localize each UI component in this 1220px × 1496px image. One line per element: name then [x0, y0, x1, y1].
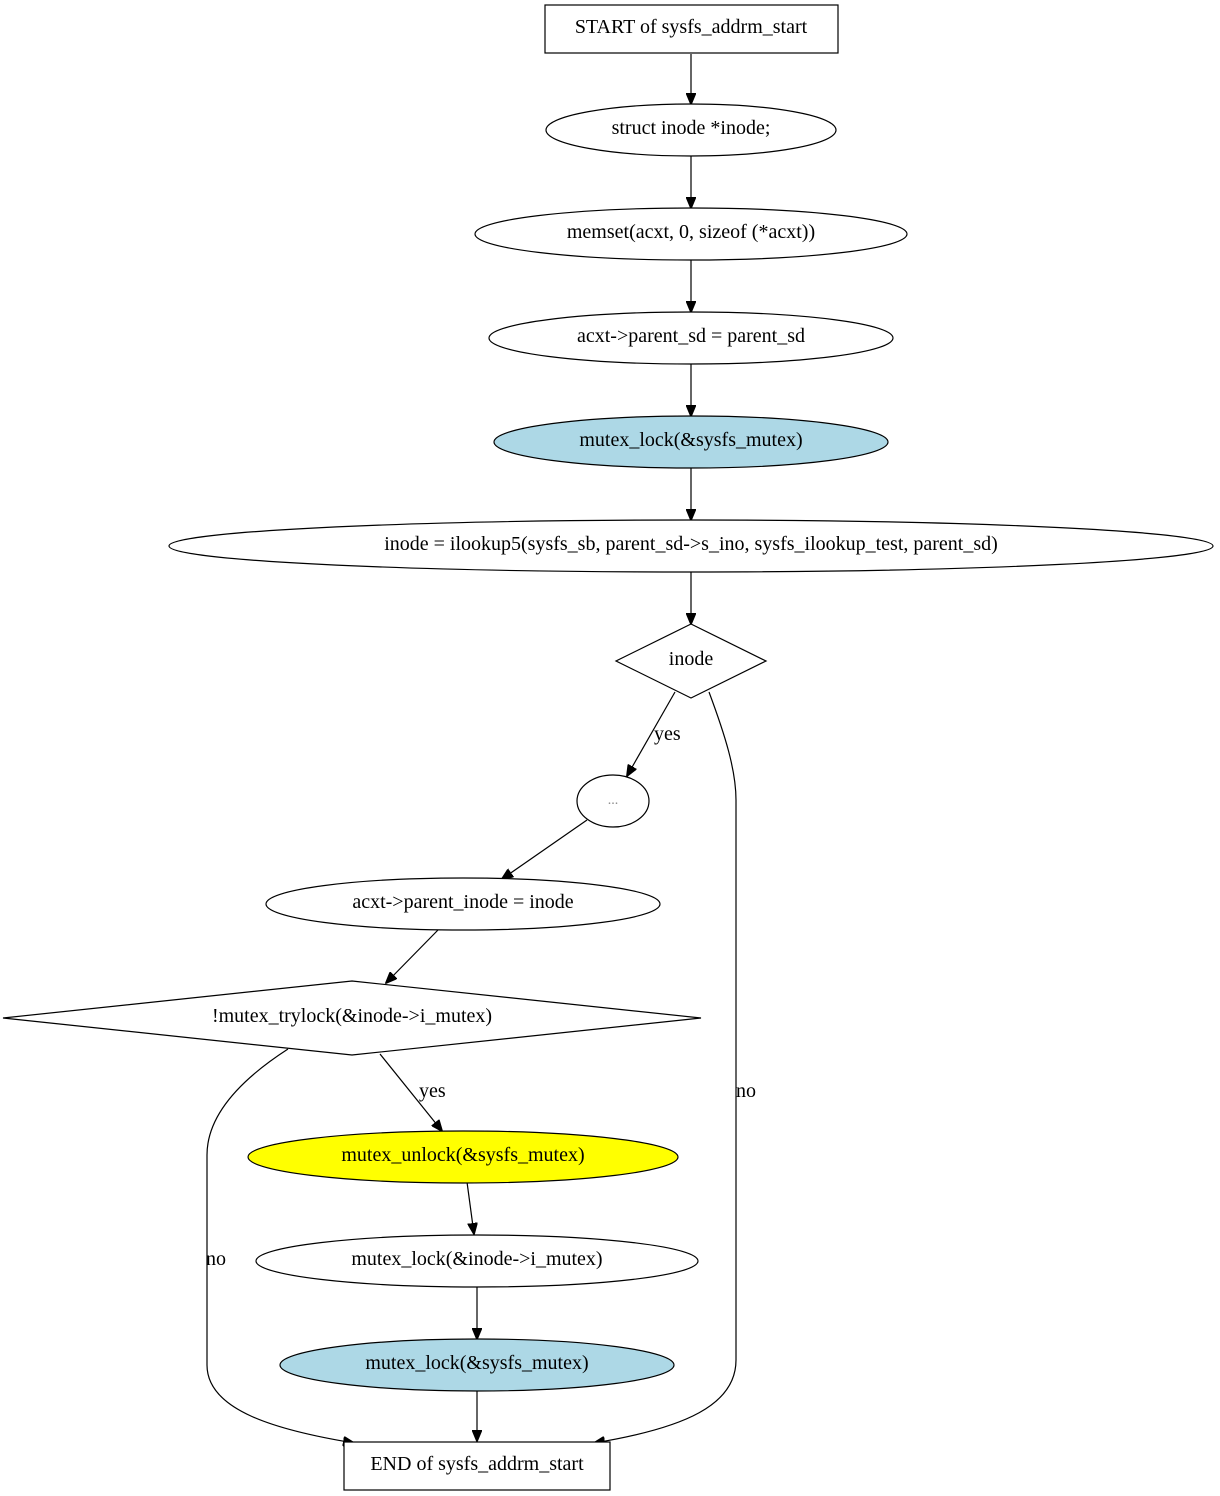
decl-inode-label: struct inode *inode; [612, 117, 771, 139]
edge-label-trylock-no: no [206, 1248, 226, 1270]
edge-label-inode-no: no [736, 1080, 756, 1102]
node-cond-trylock: !mutex_trylock(&inode->i_mutex) [2, 980, 702, 1056]
node-ilookup: inode = ilookup5(sysfs_sb, parent_sd->s_… [168, 519, 1214, 573]
cond-inode-diamond [614, 623, 768, 699]
node-end: END of sysfs_addrm_start [343, 1441, 611, 1491]
unlock-sysfs-ellipse [247, 1130, 679, 1184]
edge-label-trylock-yes: yes [419, 1080, 446, 1102]
node-memset: memset(acxt, 0, sizeof (*acxt)) [474, 207, 908, 261]
ellipsis-label: ... [608, 793, 619, 808]
cond-trylock-diamond [2, 980, 702, 1056]
edge-unlock-to-lock-i-mutex [466, 1181, 474, 1234]
node-decl-inode: struct inode *inode; [545, 103, 837, 157]
node-cond-inode: inode [614, 623, 768, 699]
ellipsis-ellipse [576, 774, 650, 828]
node-start: START of sysfs_addrm_start [544, 4, 839, 54]
lock-sysfs-1-label: mutex_lock(&sysfs_mutex) [579, 429, 802, 451]
ilookup-label: inode = ilookup5(sysfs_sb, parent_sd->s_… [384, 533, 998, 555]
edge-cond-inode-no [594, 691, 737, 1443]
assign-parent-inode-ellipse [265, 877, 661, 931]
edge-parent-inode-to-trylock [386, 929, 439, 983]
lock-sysfs-2-ellipse [279, 1338, 675, 1392]
start-label: START of sysfs_addrm_start [575, 16, 808, 38]
node-lock-i-mutex: mutex_lock(&inode->i_mutex) [255, 1234, 699, 1288]
end-box [343, 1441, 611, 1491]
cond-trylock-label: !mutex_trylock(&inode->i_mutex) [212, 1005, 492, 1027]
lock-i-mutex-ellipse [255, 1234, 699, 1288]
node-unlock-sysfs: mutex_unlock(&sysfs_mutex) [247, 1130, 679, 1184]
node-assign-parent-sd: acxt->parent_sd = parent_sd [488, 311, 894, 365]
edge-trylock-no [206, 1048, 354, 1443]
lock-sysfs-2-label: mutex_lock(&sysfs_mutex) [365, 1352, 588, 1374]
edge-ellipsis-to-parent-inode [502, 819, 588, 879]
start-box [544, 4, 839, 54]
node-ellipsis: ... [576, 774, 650, 828]
lock-sysfs-1-ellipse [493, 415, 889, 469]
ilookup-ellipse [168, 519, 1214, 573]
end-label: END of sysfs_addrm_start [370, 1453, 584, 1475]
node-assign-parent-inode: acxt->parent_inode = inode [265, 877, 661, 931]
memset-label: memset(acxt, 0, sizeof (*acxt)) [567, 221, 815, 243]
cond-inode-label: inode [669, 648, 714, 670]
edge-label-inode-yes: yes [654, 723, 681, 745]
assign-parent-inode-label: acxt->parent_inode = inode [352, 891, 573, 913]
unlock-sysfs-label: mutex_unlock(&sysfs_mutex) [341, 1144, 584, 1166]
node-lock-sysfs-1: mutex_lock(&sysfs_mutex) [493, 415, 889, 469]
assign-parent-sd-ellipse [488, 311, 894, 365]
edge-trylock-yes [379, 1053, 442, 1131]
memset-ellipse [474, 207, 908, 261]
decl-inode-ellipse [545, 103, 837, 157]
node-lock-sysfs-2: mutex_lock(&sysfs_mutex) [279, 1338, 675, 1392]
assign-parent-sd-label: acxt->parent_sd = parent_sd [577, 325, 805, 347]
edge-cond-inode-yes [627, 691, 676, 776]
lock-i-mutex-label: mutex_lock(&inode->i_mutex) [351, 1248, 602, 1270]
